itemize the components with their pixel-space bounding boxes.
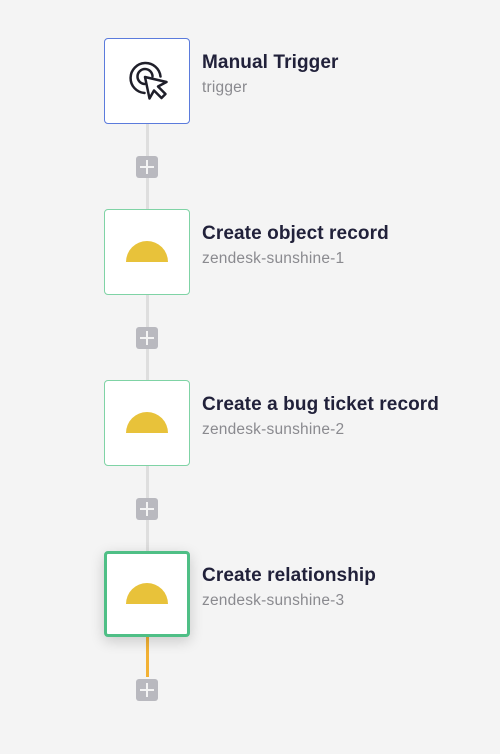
step-subtitle: zendesk-sunshine-3	[202, 592, 345, 609]
add-step-button[interactable]	[136, 498, 158, 520]
zendesk-sunshine-icon	[124, 578, 170, 611]
step-create-object-record-node[interactable]	[104, 209, 190, 295]
step-labels: Create a bug ticket record zendesk-sunsh…	[202, 394, 439, 439]
step-manual-trigger-node[interactable]	[104, 38, 190, 124]
step-title[interactable]: Create object record	[202, 223, 389, 244]
zendesk-sunshine-icon	[124, 236, 170, 269]
add-step-button[interactable]	[136, 327, 158, 349]
step-subtitle: zendesk-sunshine-1	[202, 250, 345, 267]
step-subtitle: zendesk-sunshine-2	[202, 421, 345, 438]
step-subtitle: trigger	[202, 79, 248, 96]
add-step-button[interactable]	[136, 679, 158, 701]
zendesk-sunshine-icon	[124, 407, 170, 440]
step-title[interactable]: Create a bug ticket record	[202, 394, 440, 415]
step-labels: Manual Trigger trigger	[202, 52, 339, 97]
step-create-bug-ticket-record-node[interactable]	[104, 380, 190, 466]
step-labels: Create relationship zendesk-sunshine-3	[202, 565, 376, 610]
cursor-click-icon	[122, 54, 172, 109]
step-labels: Create object record zendesk-sunshine-1	[202, 223, 389, 268]
step-create-relationship-node[interactable]	[104, 551, 190, 637]
active-connector-line	[145, 637, 149, 677]
step-title[interactable]: Create relationship	[202, 565, 377, 586]
add-step-button[interactable]	[136, 156, 158, 178]
step-title[interactable]: Manual Trigger	[202, 52, 339, 73]
